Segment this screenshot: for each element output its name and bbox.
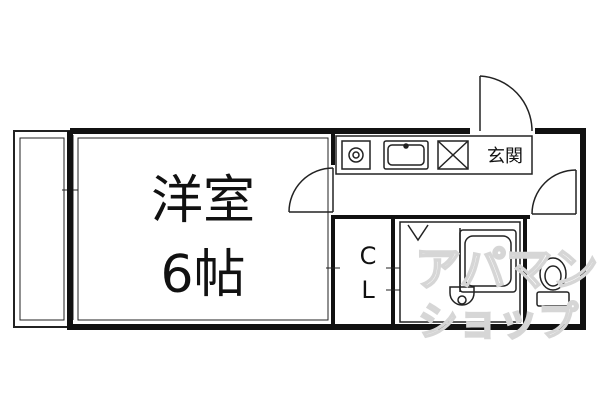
room-door-swing — [288, 167, 334, 213]
exterior-walls — [67, 128, 586, 330]
kitchen-counter — [335, 135, 533, 175]
sink-icon — [383, 140, 429, 170]
wash-basin-icon — [449, 286, 475, 306]
watermark-line1: アパマン — [415, 242, 598, 296]
closet-label-line1: C — [360, 242, 377, 270]
closet-door-marks — [326, 267, 400, 291]
watermark-line2: ショップ — [418, 299, 578, 345]
toilet-door-swing — [531, 169, 577, 215]
closet-label-line2: L — [361, 276, 375, 304]
toilet-icon — [536, 257, 570, 307]
interior-walls — [331, 131, 530, 327]
western-room-outline — [77, 137, 329, 321]
balcony — [13, 130, 71, 328]
stove-icon — [341, 140, 371, 170]
watermark-logo: アパマン ショップ — [414, 241, 599, 346]
bathroom — [399, 221, 521, 323]
entrance-door-swing — [479, 75, 533, 132]
washer-space-icon — [437, 140, 469, 170]
western-room-name: 洋室 — [151, 171, 255, 231]
western-room-size: 6帖 — [160, 245, 245, 305]
entrance-label: 玄関 — [487, 146, 523, 167]
